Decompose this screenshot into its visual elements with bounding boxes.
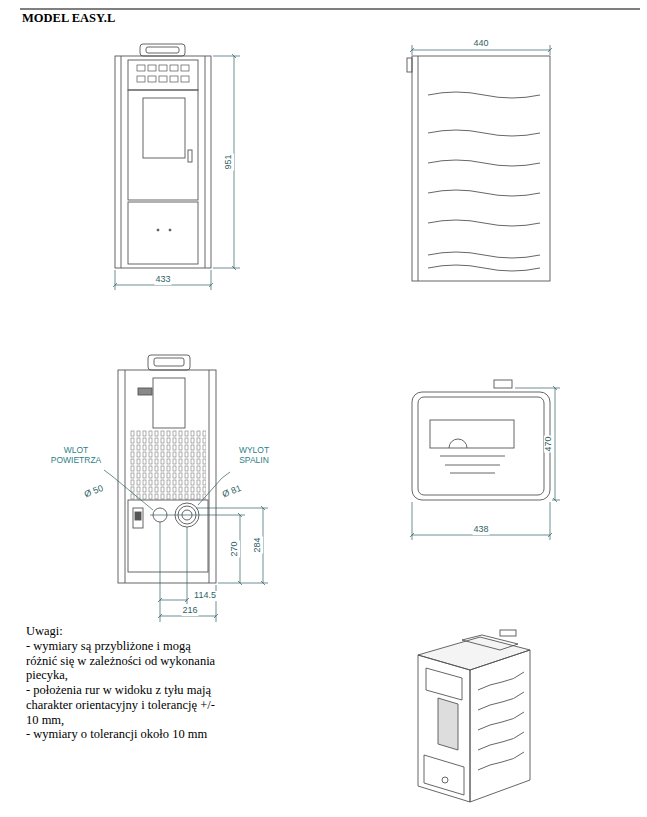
drawing-title: MODEL EASY.L (22, 11, 115, 26)
dimension-value: 433 (154, 275, 171, 285)
note-line: - wymiary o tolerancji około 10 mm (26, 727, 222, 742)
callout-label: WYLOT SPALIN (231, 446, 277, 466)
note-line: - położenia rur w widoku z tyłu mają cha… (26, 683, 222, 727)
dimension-value: 114.5 (193, 591, 217, 601)
dimension-value: 216 (181, 606, 198, 616)
perspective-view (418, 630, 530, 802)
callout-label: WLOT POWIETRZA (48, 446, 104, 466)
note-line: - wymiary są przybliżone i mogą różnić s… (26, 639, 222, 683)
dimension-value: 470 (544, 435, 554, 452)
dimension-value: 438 (472, 525, 489, 535)
diameter-value: Ø 50 (82, 483, 106, 500)
dimension-value: 284 (253, 536, 263, 553)
side-view (407, 56, 550, 281)
diameter-value: Ø 81 (220, 483, 244, 500)
notes-block: Uwagi:- wymiary są przybliżone i mogą ró… (26, 624, 222, 742)
top-view (412, 380, 550, 500)
dimension-value: 951 (224, 153, 234, 170)
dimension-value: 270 (230, 540, 240, 557)
dimension-value: 440 (472, 39, 489, 49)
back-view (118, 355, 216, 583)
front-view (115, 44, 211, 268)
note-line: Uwagi: (26, 624, 222, 639)
